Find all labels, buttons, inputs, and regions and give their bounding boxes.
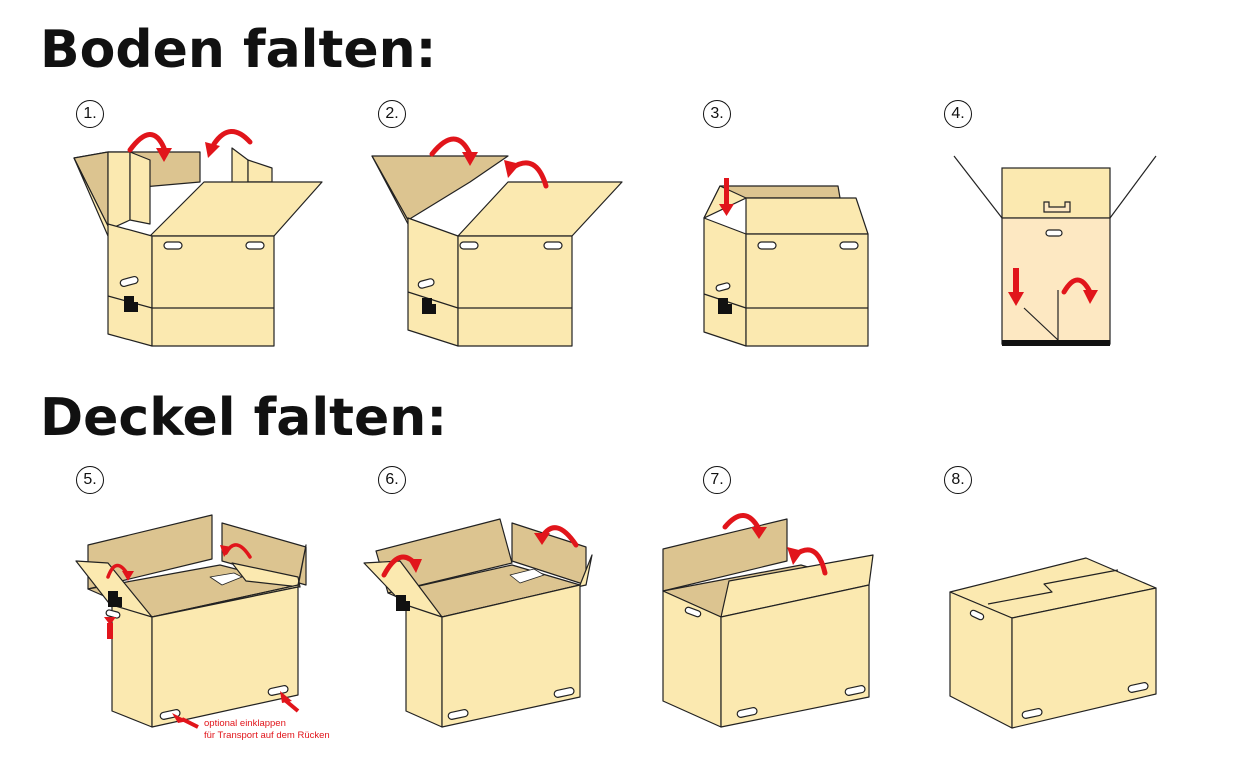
- step-number-5: 5.: [76, 466, 104, 494]
- annotation-line-2: für Transport auf dem Rücken: [204, 730, 330, 741]
- step-5-illustration: [75, 514, 307, 729]
- step-2-illustration: [371, 136, 623, 347]
- step-number-7: 7.: [703, 466, 731, 494]
- step-3-illustration: [703, 178, 869, 347]
- step-number-1: 1.: [76, 100, 104, 128]
- annotation-note: optional einklappen für Transport auf de…: [204, 718, 330, 742]
- step-number-3: 3.: [703, 100, 731, 128]
- step-number-4: 4.: [944, 100, 972, 128]
- step-number-6: 6.: [378, 466, 406, 494]
- step-number-2: 2.: [378, 100, 406, 128]
- section-title-lid: Deckel falten:: [40, 388, 448, 448]
- annotation-line-1: optional einklappen: [204, 718, 286, 729]
- step-number-8: 8.: [944, 466, 972, 494]
- section-title-bottom: Boden falten:: [40, 20, 437, 80]
- step-6-illustration: [363, 518, 593, 728]
- step-4-illustration: [953, 155, 1157, 346]
- step-1-illustration: [73, 129, 323, 347]
- step-8-illustration: [949, 557, 1157, 729]
- step-7-illustration: [662, 513, 874, 728]
